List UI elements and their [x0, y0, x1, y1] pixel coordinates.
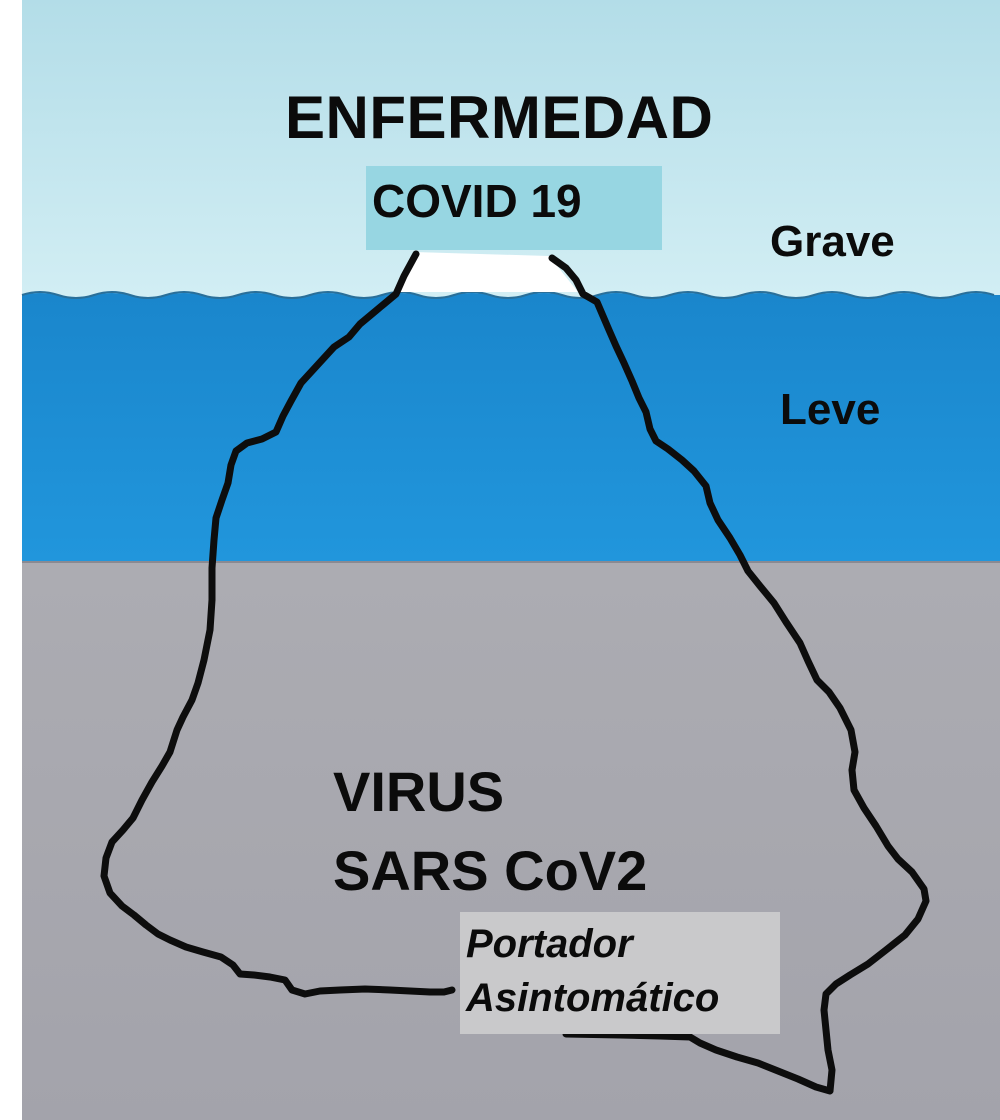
virus-label: VIRUS	[333, 760, 505, 823]
water-surface-line	[21, 291, 995, 299]
covid-label-box	[366, 166, 662, 250]
sars-cov2-label: SARS CoV2	[333, 839, 648, 902]
disease-title: ENFERMEDAD	[285, 84, 714, 151]
iceberg-tip	[400, 252, 578, 292]
carrier-label-box	[460, 912, 780, 1034]
left-margin	[0, 0, 22, 1120]
water-region	[22, 293, 1000, 562]
iceberg-outline	[100, 250, 930, 1095]
carrier-label-line1: Portador	[466, 922, 633, 966]
severity-leve-label: Leve	[780, 385, 881, 434]
severity-grave-label: Grave	[770, 217, 895, 266]
covid-label: COVID 19	[372, 175, 582, 227]
carrier-label-line2: Asintomático	[466, 976, 720, 1020]
